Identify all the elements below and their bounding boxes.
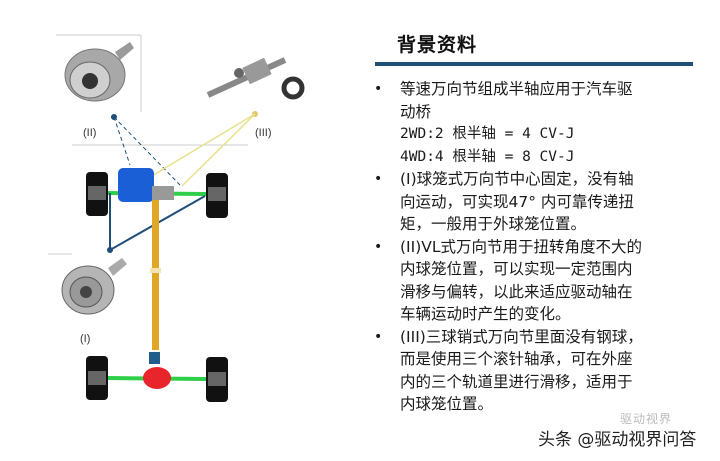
bullet-subline-4wd: 4WD:4 根半轴 = 8 CV-J (400, 148, 575, 165)
bullet-list: • 等速万向节组成半轴应用于汽车驱 动桥 2WD:2 根半轴 = 4 CV-J … (370, 78, 700, 416)
tripod-joint-iii-image (206, 57, 305, 100)
bullet-item-cv-axle: • 等速万向节组成半轴应用于汽车驱 动桥 2WD:2 根半轴 = 4 CV-J … (370, 78, 700, 168)
cv-joint-i-image (61, 258, 127, 315)
bullet-text: 内球笼位置。 (400, 395, 494, 413)
label-joint-iii: (III) (255, 127, 272, 139)
bullet-icon: • (374, 171, 383, 187)
bullet-icon: • (374, 328, 383, 345)
driveshaft (152, 200, 159, 350)
bullet-text: 滑移与偏转，以此来适应驱动轴在 (400, 282, 633, 301)
bullet-subline-2wd: 2WD:2 根半轴 = 4 CV-J (400, 126, 575, 142)
transfer-case (152, 186, 174, 200)
bullet-text: 而是使用三个滚针轴承，可在外座 (400, 350, 633, 368)
bullet-text: 等速万向节组成半轴应用于汽车驱 (400, 80, 633, 98)
bullet-text: (III)三球销式万向节里面没有钢球， (400, 327, 643, 346)
rear-differential (143, 367, 171, 389)
bullet-icon: • (374, 238, 383, 255)
drivetrain-illustration (48, 34, 305, 402)
bullet-text: 向运动，可实现47° 内可靠传递扭 (400, 192, 634, 211)
label-joint-ii: (II) (83, 127, 97, 139)
bullet-text: 矩，一般用于外球笼位置。 (400, 215, 587, 233)
drivetrain-diagram: (II) (III) (I) (0, 0, 360, 457)
bullet-text: (II)VL式万向节用于扭转角度不大的 (400, 237, 642, 256)
bullet-text: 动桥 (400, 102, 432, 121)
bullet-icon: • (374, 81, 383, 97)
bullet-text: 内的三个轨道里进行滑移，适用于 (400, 372, 633, 391)
bullet-text: 内球笼位置，可以实现一定范围内 (400, 260, 633, 278)
bullet-text: (I)球笼式万向节中心固定，没有轴 (400, 170, 634, 188)
bullet-item-joint-ii: • (II)VL式万向节用于扭转角度不大的 内球笼位置，可以实现一定范围内 滑移… (370, 236, 700, 326)
bullet-item-joint-i: • (I)球笼式万向节中心固定，没有轴 向运动，可实现47° 内可靠传递扭 矩，… (370, 168, 700, 236)
cv-joint-ii-image (64, 42, 134, 102)
watermark-faint: 驱动视界 (620, 412, 673, 426)
bullet-item-joint-iii: • (III)三球销式万向节里面没有钢球， 而是使用三个滚针轴承，可在外座 内的… (370, 326, 700, 416)
title-divider (375, 62, 693, 66)
watermark: 头条 @驱动视界问答 (538, 430, 697, 450)
bullet-text: 车辆运动时产生的变化。 (400, 305, 571, 323)
page-title: 背景资料 (397, 34, 478, 56)
engine-block (118, 168, 154, 202)
label-joint-i: (I) (80, 333, 91, 345)
background-info-panel: 背景资料 • 等速万向节组成半轴应用于汽车驱 动桥 2WD:2 根半轴 = 4 … (360, 0, 720, 457)
